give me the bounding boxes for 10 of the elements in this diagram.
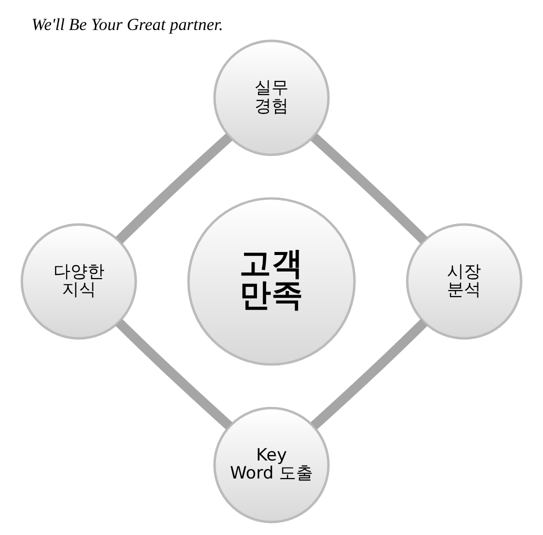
connector [116, 133, 232, 244]
connector [310, 319, 428, 430]
connector [116, 319, 232, 430]
node-circle: 시장 분석 [406, 223, 522, 340]
node-circle: 다양한 지식 [20, 223, 137, 340]
node-circle: 실무 경험 [213, 40, 330, 156]
diagram-title: We'll Be Your Great partner. [32, 15, 224, 34]
connector [310, 133, 428, 244]
node-circle: Key Word 도출 [213, 406, 330, 524]
node-circle: 고객 만족 [187, 197, 356, 366]
